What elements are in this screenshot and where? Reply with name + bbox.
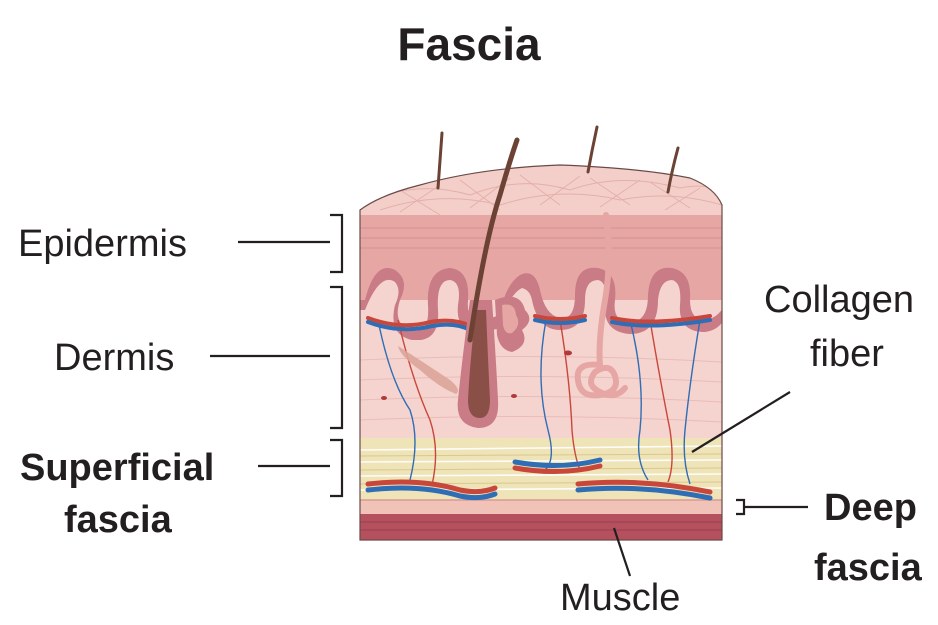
label-deep-fascia-line2: fascia (814, 547, 923, 589)
label-deep-fascia: Deep (824, 487, 917, 529)
label-superficial-fascia: Superficial (20, 447, 214, 489)
superficial-fascia-bracket (258, 440, 342, 496)
label-collagen-fiber-line2: fiber (810, 333, 884, 375)
label-dermis: Dermis (54, 337, 174, 379)
deep-fascia-layer (355, 500, 727, 514)
label-muscle: Muscle (560, 577, 680, 619)
label-superficial-fascia-line2: fascia (64, 499, 173, 541)
label-epidermis: Epidermis (18, 223, 187, 265)
page-title: Fascia (397, 18, 541, 70)
label-collagen-fiber: Collagen (764, 279, 914, 321)
dermis-bracket (210, 287, 342, 428)
deep-fascia-bracket (736, 500, 808, 514)
epidermis-bracket (238, 215, 342, 272)
skin-cross-section (355, 160, 727, 544)
